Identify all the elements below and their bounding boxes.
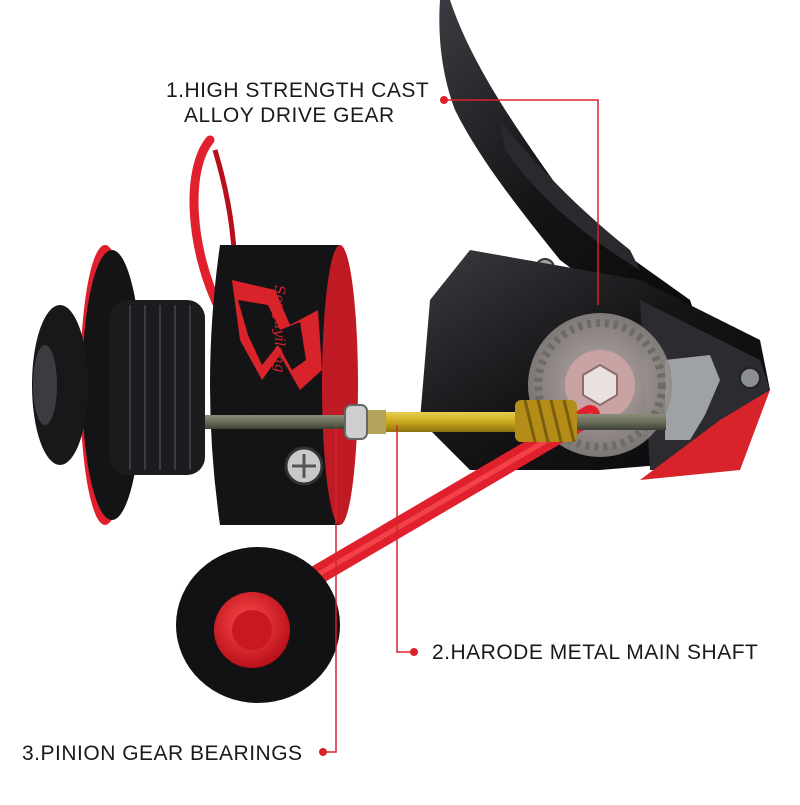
callout-dot-1 bbox=[440, 96, 448, 104]
leader-lines bbox=[323, 99, 599, 753]
callout-dot-3 bbox=[319, 748, 327, 756]
bail-wire bbox=[189, 135, 225, 315]
callout-1-line-1: 1.HIGH STRENGTH CAST bbox=[166, 79, 430, 102]
callout-1-line-2: ALLOY DRIVE GEAR bbox=[184, 104, 395, 127]
spool bbox=[32, 245, 358, 525]
spool-brand: Sougayilang bbox=[271, 285, 287, 373]
callout-3-label: 3.PINION GEAR BEARINGS bbox=[22, 742, 303, 765]
handle bbox=[176, 405, 600, 703]
callout-2-label: 2.HARODE METAL MAIN SHAFT bbox=[432, 641, 759, 664]
callout-dot-2 bbox=[410, 648, 418, 656]
pinion-gear-icon bbox=[515, 399, 577, 443]
